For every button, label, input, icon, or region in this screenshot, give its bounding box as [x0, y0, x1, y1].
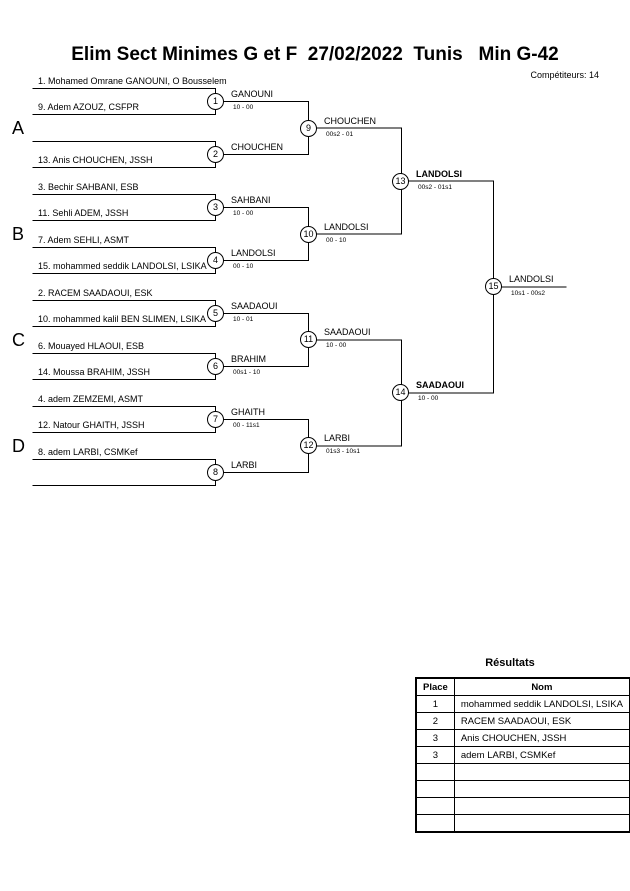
- bracket-line: [308, 339, 402, 447]
- name-cell: RACEM SAADAOUI, ESK: [453, 712, 630, 730]
- place-cell: 3: [415, 729, 455, 747]
- entry-name: 12. Natour GHAITH, JSSH: [38, 420, 145, 430]
- match-number: 6: [207, 358, 224, 375]
- match-winner: CHOUCHEN: [324, 116, 377, 126]
- match-number: 12: [300, 437, 317, 454]
- results-title: Résultats: [485, 657, 535, 669]
- page-title: Elim Sect Minimes G et F 27/02/2022 Tuni…: [71, 44, 559, 65]
- match-score: 10s1 - 00s2: [511, 290, 545, 297]
- match-winner: GANOUNI: [231, 89, 274, 99]
- bracket-line: [215, 419, 309, 473]
- match-number: 7: [207, 411, 224, 428]
- name-cell: mohammed seddik LANDOLSI, LSIKA: [453, 695, 630, 713]
- entry-name: 4. adem ZEMZEMI, ASMT: [38, 394, 144, 404]
- place-cell: [415, 797, 455, 815]
- name-cell: adem LARBI, CSMKef: [453, 746, 630, 764]
- pool-label-c: C: [12, 330, 25, 350]
- match-number: 5: [207, 305, 224, 322]
- place-header: Place: [415, 677, 455, 696]
- entry-name: 15. mohammed seddik LANDOLSI, LSIKA: [38, 261, 207, 271]
- entry-name: 1. Mohamed Omrane GANOUNI, O Bousselem: [38, 76, 227, 86]
- match-number: 15: [485, 278, 502, 295]
- match-winner: SAADAOUI: [231, 301, 278, 311]
- competitor-count: Compétiteurs: 14: [530, 70, 599, 80]
- bracket-line: [308, 127, 402, 235]
- match-number: 9: [300, 120, 317, 137]
- entry-name: 10. mohammed kalil BEN SLIMEN, LSIKA: [38, 314, 207, 324]
- table-row: [415, 814, 630, 833]
- place-cell: 1: [415, 695, 455, 713]
- place-cell: [415, 763, 455, 781]
- bracket-line: [32, 459, 216, 486]
- pool-label-a: A: [12, 118, 25, 138]
- match-score: 00s2 - 01s1: [418, 184, 452, 191]
- match-score: 01s3 - 10s1: [326, 448, 360, 455]
- entry-name: 6. Mouayed HLAOUI, ESB: [38, 341, 145, 351]
- entry-name: 3. Bechir SAHBANI, ESB: [38, 182, 139, 192]
- match-score: 00 - 10: [233, 263, 254, 270]
- match-score: 10 - 00: [326, 342, 347, 349]
- match-number: 10: [300, 226, 317, 243]
- entry-name: 14. Moussa BRAHIM, JSSH: [38, 367, 151, 377]
- match-score: 10 - 00: [233, 104, 254, 111]
- match-score: 00s1 - 10: [233, 369, 261, 376]
- table-row: [415, 797, 630, 815]
- place-cell: 2: [415, 712, 455, 730]
- match-winner: LARBI: [231, 460, 258, 470]
- entry-name: 8. adem LARBI, CSMKef: [38, 447, 138, 457]
- name-cell: [453, 763, 630, 781]
- place-cell: [415, 780, 455, 798]
- table-row: [415, 780, 630, 798]
- match-number: 8: [207, 464, 224, 481]
- match-winner: LANDOLSI: [509, 274, 554, 284]
- bracket-line: [401, 180, 494, 394]
- match-number: 11: [300, 331, 317, 348]
- match-winner: LANDOLSI: [416, 169, 462, 179]
- entry-name: 7. Adem SEHLI, ASMT: [38, 235, 130, 245]
- name-cell: [453, 797, 630, 815]
- match-number: 4: [207, 252, 224, 269]
- entry-name: 11. Sehli ADEM, JSSH: [38, 208, 129, 218]
- entry-name: 13. Anis CHOUCHEN, JSSH: [38, 155, 153, 165]
- match-winner: GHAITH: [231, 407, 266, 417]
- place-cell: [415, 814, 455, 833]
- match-winner: SAADAOUI: [324, 327, 371, 337]
- match-winner: CHOUCHEN: [231, 142, 284, 152]
- results-header-row: Place Nom: [415, 677, 630, 696]
- pool-label-d: D: [12, 436, 25, 456]
- match-score: 10 - 00: [233, 210, 254, 217]
- table-row: [415, 763, 630, 781]
- entry-name: 2. RACEM SAADAOUI, ESK: [38, 288, 153, 298]
- match-winner: LARBI: [324, 433, 351, 443]
- match-score: 10 - 00: [418, 395, 439, 402]
- match-score: 00s2 - 01: [326, 131, 354, 138]
- name-cell: Anis CHOUCHEN, JSSH: [453, 729, 630, 747]
- pool-label-b: B: [12, 224, 25, 244]
- name-cell: [453, 780, 630, 798]
- match-winner: LANDOLSI: [324, 222, 369, 232]
- match-number: 1: [207, 93, 224, 110]
- name-cell: [453, 814, 630, 833]
- entry-name: 9. Adem AZOUZ, CSFPR: [38, 102, 140, 112]
- match-number: 3: [207, 199, 224, 216]
- match-score: 10 - 01: [233, 316, 254, 323]
- match-number: 14: [392, 384, 409, 401]
- match-score: 00 - 10: [326, 237, 347, 244]
- match-number: 13: [392, 173, 409, 190]
- match-score: 00 - 11s1: [233, 422, 260, 429]
- match-winner: LANDOLSI: [231, 248, 276, 258]
- match-winner: SAADAOUI: [416, 380, 465, 390]
- place-cell: 3: [415, 746, 455, 764]
- match-number: 2: [207, 146, 224, 163]
- match-winner: BRAHIM: [231, 354, 267, 364]
- name-header: Nom: [453, 677, 630, 696]
- match-winner: SAHBANI: [231, 195, 271, 205]
